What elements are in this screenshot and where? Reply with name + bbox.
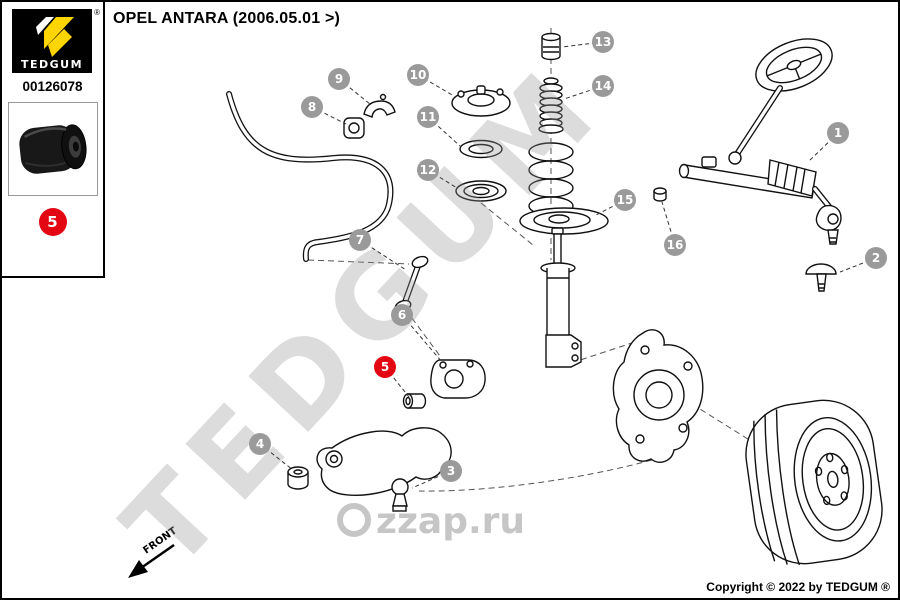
- arm-bushing-housing: [430, 359, 486, 399]
- svg-text:7: 7: [356, 233, 364, 247]
- control-arm: [316, 427, 452, 496]
- arm-bushing: [402, 393, 427, 409]
- steering-gear: [678, 38, 842, 245]
- arrow-head: [128, 560, 148, 578]
- callout-15: 15: [614, 189, 636, 211]
- wheel-tire: [745, 399, 883, 566]
- logo-wordmark: TEDGUM: [21, 58, 83, 71]
- svg-text:3: 3: [447, 464, 455, 478]
- sway-bar: [226, 91, 394, 262]
- svg-text:14: 14: [595, 79, 612, 93]
- svg-text:2: 2: [872, 251, 880, 265]
- tie-rod-ball-stud: [805, 263, 837, 292]
- svg-text:11: 11: [420, 110, 437, 124]
- svg-text:8: 8: [308, 100, 316, 114]
- callout-9: 9: [328, 68, 350, 90]
- callout-11: 11: [417, 106, 439, 128]
- svg-text:10: 10: [410, 68, 427, 82]
- callout-8: 8: [301, 96, 323, 118]
- tedgum-logo: TEDGUM: [12, 9, 92, 73]
- part-number: 00126078: [22, 79, 83, 94]
- mount-nut: [653, 187, 667, 202]
- registered-trademark: ®: [94, 8, 100, 17]
- callout-7: 7: [349, 229, 371, 251]
- steering-knuckle: [612, 329, 704, 463]
- callout-16: 16: [664, 234, 686, 256]
- page-title: OPEL ANTARA (2006.05.01 >): [113, 10, 341, 27]
- part-info-panel: TEDGUM ® 00126078 5: [2, 2, 105, 278]
- svg-text:15: 15: [617, 193, 634, 207]
- svg-text:1: 1: [834, 126, 842, 140]
- dust-boot: [538, 77, 564, 134]
- svg-text:5: 5: [381, 360, 389, 374]
- callout-3: 3: [440, 460, 462, 482]
- logo-accent-white: [36, 17, 54, 35]
- callout-4: 4: [249, 433, 271, 455]
- svg-text:6: 6: [398, 308, 406, 322]
- strut-bearing: [459, 139, 503, 159]
- callout-5: 5: [374, 356, 396, 378]
- svg-text:13: 13: [595, 35, 612, 49]
- part-photo: [7, 102, 98, 196]
- bump-stop: [541, 32, 561, 61]
- callout-12: 12: [417, 159, 439, 181]
- ball-joint: [391, 478, 409, 512]
- logo-arrow-icon-2: [48, 29, 72, 57]
- svg-text:9: 9: [335, 72, 343, 86]
- copyright-notice: Copyright © 2022 by TEDGUM ®: [706, 580, 890, 594]
- spring-seat-upper: [455, 180, 507, 202]
- callout-1: 1: [827, 122, 849, 144]
- arm-front-bushing: [287, 466, 309, 490]
- highlighted-part-badge: 5: [38, 208, 67, 236]
- svg-text:16: 16: [667, 238, 684, 252]
- callout-13: 13: [592, 31, 614, 53]
- bushing-photo-art: [18, 124, 87, 174]
- callout-10: 10: [407, 64, 429, 86]
- callout-14: 14: [592, 75, 614, 97]
- strut-shock-absorber: [540, 227, 582, 368]
- callout-2: 2: [865, 247, 887, 269]
- stabilizer-bushing: [343, 117, 365, 139]
- rack-boot: [767, 159, 817, 197]
- callout-6: 6: [391, 304, 413, 326]
- stabilizer-bracket: [363, 93, 396, 118]
- strut-mount: [451, 85, 511, 117]
- svg-text:4: 4: [256, 437, 264, 451]
- svg-text:12: 12: [420, 163, 437, 177]
- logo-arrow-icon: [44, 17, 74, 49]
